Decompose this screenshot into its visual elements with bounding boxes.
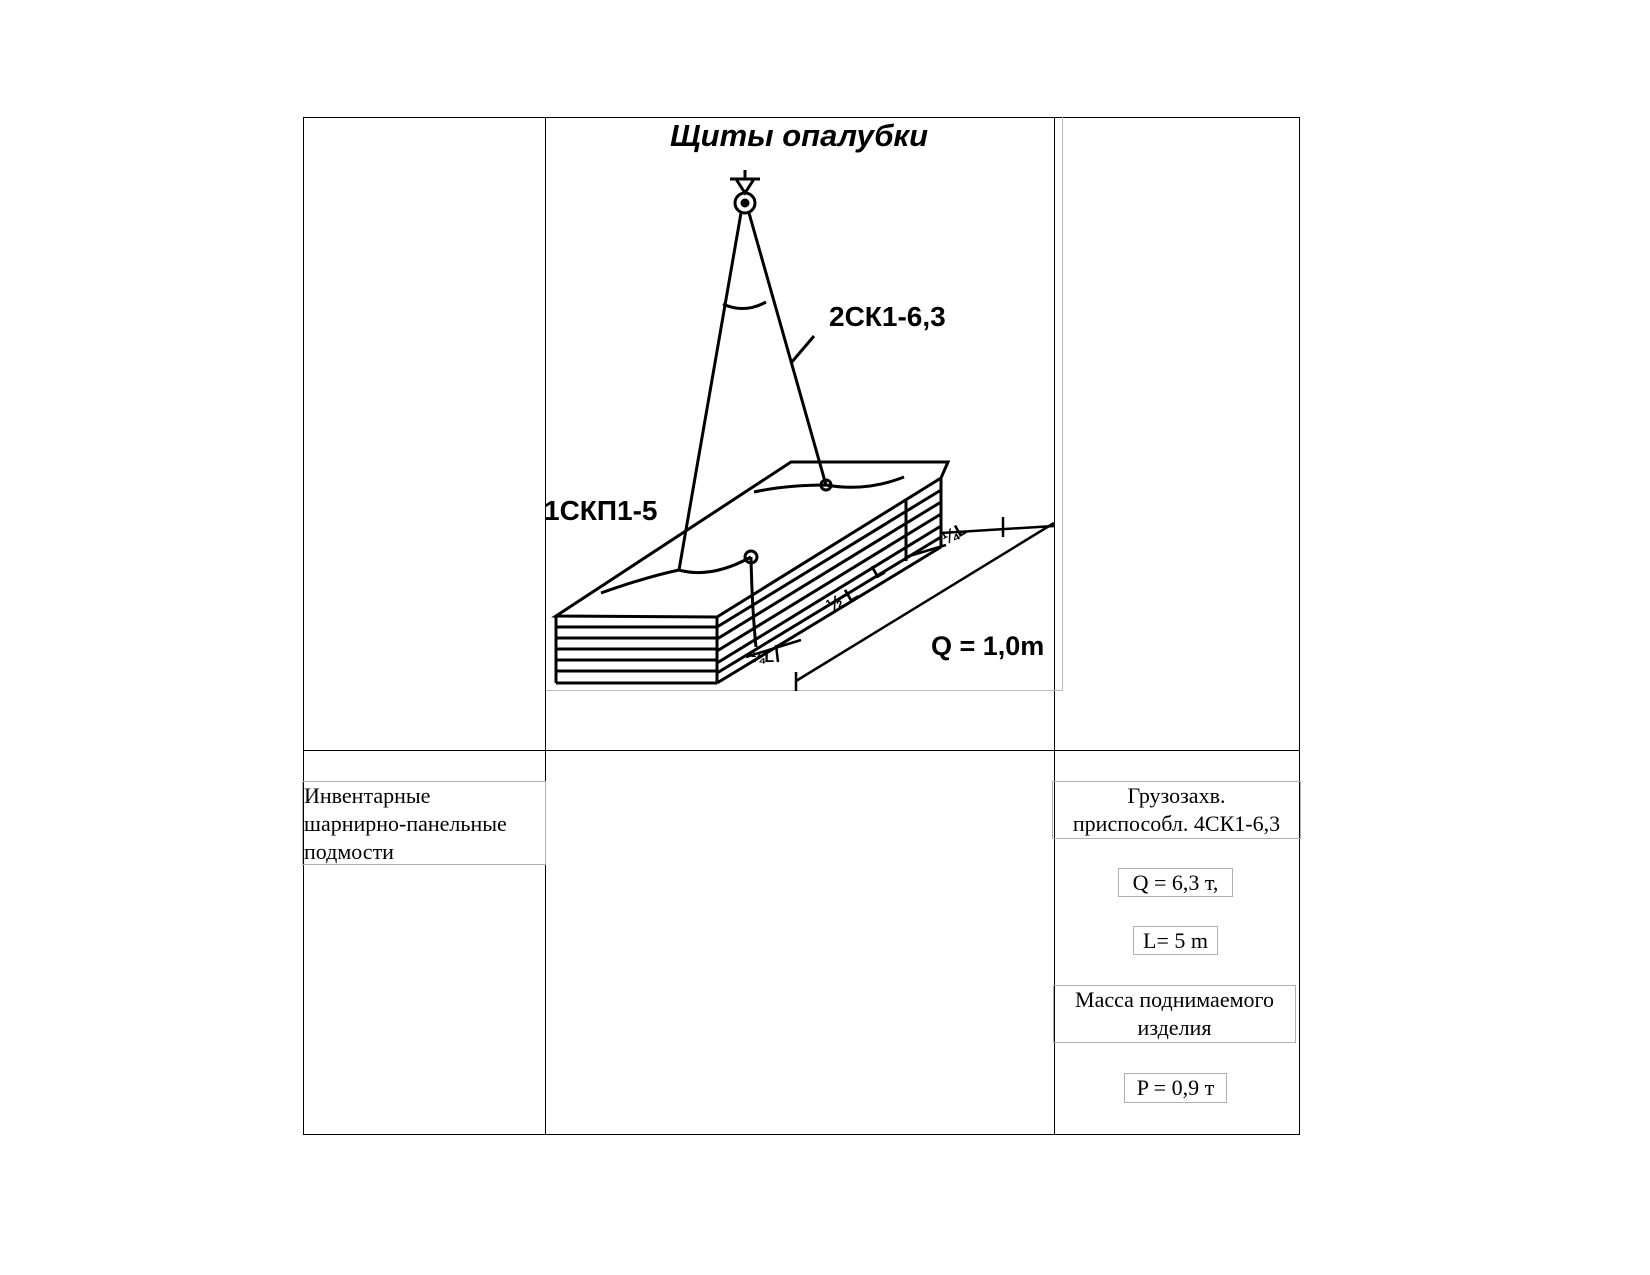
capacity-value: Q = 6,3 т,	[1118, 868, 1233, 897]
equipment-name: Инвентарные шарнирно-панельные подмости	[302, 781, 546, 865]
equipment-name-line: подмости	[304, 839, 394, 864]
table-top-border	[303, 117, 1300, 118]
figure-border-bottom	[546, 690, 1063, 691]
mass-label: Масса поднимаемого изделия	[1053, 985, 1296, 1043]
equipment-name-line: шарнирно-панельные	[304, 811, 507, 836]
weight-value: P = 0,9 т	[1124, 1073, 1227, 1103]
table-right-border	[1299, 117, 1300, 1135]
table-col-divider-2	[1054, 117, 1055, 1135]
figure-border-right	[1062, 117, 1063, 691]
mass-label-line: изделия	[1137, 1015, 1212, 1040]
sling-side-label: 1СКП1-5	[546, 495, 657, 526]
table-left-border	[303, 117, 304, 1135]
lifting-device-name: Грузозахв. приспособл. 4СК1-6,3	[1052, 781, 1301, 839]
crane-hook-icon	[730, 170, 760, 215]
length-value: L= 5 m	[1133, 926, 1218, 955]
dimension-quarter-bottom: ¼L	[751, 649, 774, 666]
load-capacity-label: Q = 1,0m	[931, 631, 1044, 661]
figure-title: Щиты опалубки	[670, 118, 928, 153]
mass-label-line: Масса поднимаемого	[1075, 987, 1274, 1012]
table-row-divider	[303, 750, 1300, 751]
sling-top-label: 2СК1-6,3	[829, 301, 946, 332]
dimension-lines	[745, 517, 1055, 691]
equipment-name-line: Инвентарные	[304, 783, 431, 808]
rigging-diagram: Щиты опалубки 2СК1-6,3 1СКП1-5	[546, 117, 1063, 691]
table-bottom-border	[303, 1134, 1300, 1135]
dimension-quarter-top: ¼L	[938, 518, 971, 548]
lifting-device-line: Грузозахв.	[1127, 783, 1226, 808]
sling-legs	[677, 212, 828, 571]
lifting-device-line: приспособл. 4СК1-6,3	[1072, 811, 1281, 836]
wrapping-slings	[600, 475, 905, 648]
rigging-diagram-svg: Щиты опалубки 2СК1-6,3 1СКП1-5	[546, 118, 1055, 691]
table-col-divider-1	[545, 117, 546, 1135]
